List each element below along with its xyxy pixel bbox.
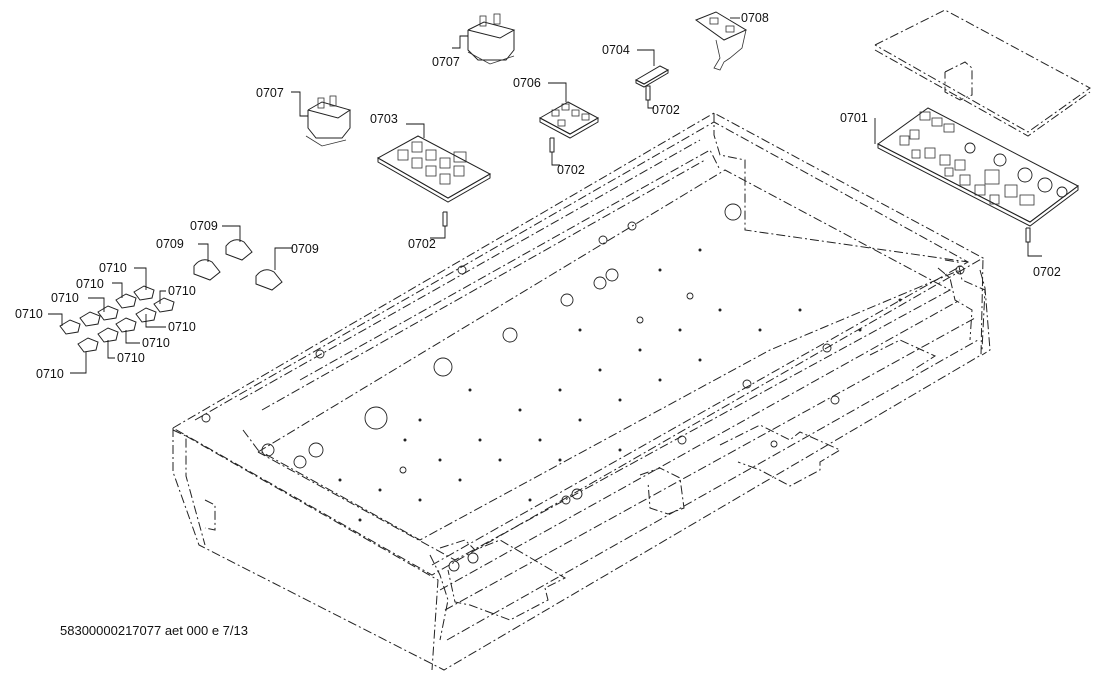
label-0709-a: 0709 — [156, 237, 184, 251]
label-0710-4: 0710 — [15, 307, 43, 321]
label-0710-1: 0710 — [99, 261, 127, 275]
chassis-frame — [172, 112, 991, 671]
part-labels: 0701 0702 0702 0702 0702 0703 0704 0706 … — [15, 11, 1061, 381]
label-0703: 0703 — [370, 112, 398, 126]
label-0710-2: 0710 — [76, 277, 104, 291]
standoffs — [430, 85, 1042, 257]
label-0710-3: 0710 — [51, 291, 79, 305]
label-0710-9: 0710 — [36, 367, 64, 381]
cover-plate — [874, 9, 1091, 137]
label-0710-8: 0710 — [117, 351, 145, 365]
clips-0710 — [48, 267, 175, 374]
label-0708: 0708 — [741, 11, 769, 25]
board-0703 — [376, 123, 492, 203]
clips-0709 — [193, 225, 293, 291]
label-0709-b: 0709 — [190, 219, 218, 233]
label-0707-left: 0707 — [256, 86, 284, 100]
label-0704: 0704 — [602, 43, 630, 57]
label-0710-7: 0710 — [142, 336, 170, 350]
label-0710-5: 0710 — [168, 284, 196, 298]
board-0708 — [694, 11, 748, 71]
label-0702-board-0706: 0702 — [557, 163, 585, 177]
chassis-holes — [201, 203, 965, 572]
board-0701 — [874, 107, 1079, 227]
label-0709-c: 0709 — [291, 242, 319, 256]
document-id: 58300000217077 aet 000 e 7/13 — [60, 623, 248, 638]
board-0704 — [634, 49, 670, 88]
label-0710-6: 0710 — [168, 320, 196, 334]
transformer-left — [291, 91, 352, 147]
board-0706 — [538, 82, 600, 139]
label-0701: 0701 — [840, 111, 868, 125]
label-0707-top: 0707 — [432, 55, 460, 69]
label-0702-board-0701: 0702 — [1033, 265, 1061, 279]
label-0706: 0706 — [513, 76, 541, 90]
transformer-top — [452, 13, 516, 65]
label-0702-board-0703: 0702 — [408, 237, 436, 251]
label-0702-board-0704: 0702 — [652, 103, 680, 117]
